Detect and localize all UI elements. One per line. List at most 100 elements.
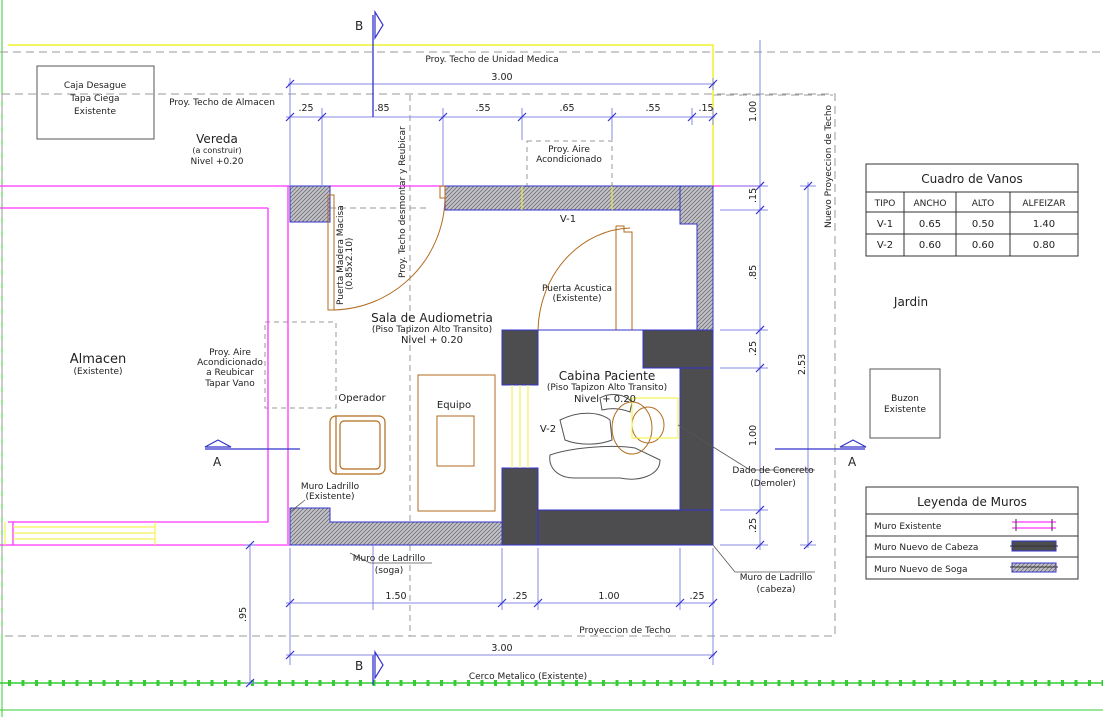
- dim-top-part: .65: [559, 103, 574, 114]
- proy-aire-top-box: [526, 140, 613, 211]
- dim-right-part: .25: [748, 341, 759, 356]
- muro-cabeza-walls: [501, 329, 714, 546]
- fence-post: [1101, 680, 1103, 686]
- caja-desague-box: [36, 65, 155, 140]
- dim-right-part: .85: [748, 265, 759, 280]
- fence-post: [750, 680, 754, 686]
- fence-post: [966, 680, 970, 686]
- proy-techo-desmontar-label: Proy. Techo desmontar y Reubicar: [398, 126, 408, 278]
- nuevo-proy-techo-label: Nuevo Proyeccion de Techo: [824, 104, 834, 228]
- dim-right-part: 1.00: [748, 101, 759, 122]
- dimension-tick: [687, 112, 697, 122]
- cuadro-cell: 0.60: [919, 240, 941, 251]
- proy-aire-top-label: Proy. Aire Acondicionado: [536, 145, 602, 165]
- fence-post: [1034, 680, 1037, 686]
- dim-right-part: .25: [748, 518, 759, 533]
- dimension-tick: [803, 540, 813, 550]
- cuadro-cell: 0.65: [919, 219, 941, 230]
- dimension-tick: [708, 112, 718, 122]
- fence-post: [872, 680, 875, 686]
- cuadro-header: ALTO: [972, 199, 995, 209]
- cerco-label: Cerco Metalico (Existente): [469, 672, 587, 682]
- section-marker-b-bottom: B: [355, 649, 384, 681]
- cerco-posts: [8, 680, 1103, 686]
- fence-post: [953, 680, 956, 686]
- dim-top-part: .55: [645, 103, 660, 114]
- fence-post: [1088, 680, 1091, 686]
- sala-label: Sala de Audiometria (Piso Tapizon Alto T…: [371, 311, 493, 346]
- muro-soga-walls: [289, 185, 714, 546]
- dimension-lines: [205, 15, 865, 685]
- fence-post: [737, 680, 740, 686]
- dimension-tick: [285, 112, 295, 122]
- fence-post: [669, 680, 673, 686]
- cuadro-cell: 0.50: [972, 219, 994, 230]
- fence-post: [777, 680, 781, 686]
- fence-post: [291, 680, 295, 686]
- fence-post: [102, 680, 106, 686]
- svg-text:Muro de Ladrillo: Muro de Ladrillo: [353, 554, 426, 564]
- fence-post: [642, 680, 646, 686]
- dimension-tick: [607, 112, 617, 122]
- fence-post: [170, 680, 173, 686]
- svg-text:Nivel + 0.20: Nivel + 0.20: [574, 394, 636, 405]
- dim-top-part: .55: [475, 103, 490, 114]
- svg-text:(cabeza): (cabeza): [757, 585, 796, 595]
- fence-post: [305, 680, 308, 686]
- dim-right-part: .15: [748, 188, 759, 203]
- fence-post: [939, 680, 943, 686]
- fence-post: [264, 680, 268, 686]
- proy-almacen-label: Proy. Techo de Almacen: [169, 98, 275, 108]
- fence-post: [453, 680, 457, 686]
- fence-post: [278, 680, 281, 686]
- svg-text:Cabina Paciente: Cabina Paciente: [559, 369, 656, 383]
- proy-aire-left-box: [264, 321, 337, 409]
- puerta-acustica-label: Puerta Acustica (Existente): [542, 284, 612, 304]
- fence-post: [129, 680, 133, 686]
- dimension-tick: [285, 598, 295, 608]
- fence-post: [237, 680, 241, 686]
- dimension-tick: [285, 79, 295, 89]
- fence-post: [75, 680, 79, 686]
- fence-post: [332, 680, 335, 686]
- proyeccion-techo-almacen: [1, 93, 836, 637]
- fence-post: [980, 680, 983, 686]
- fence-post: [197, 680, 200, 686]
- dimension-tick: [517, 112, 527, 122]
- svg-text:(Existente): (Existente): [552, 294, 601, 304]
- almacen-label: Almacen (Existente): [70, 352, 127, 377]
- dado-label: Dado de Concreto (Demoler): [732, 466, 814, 489]
- fence-post: [1061, 680, 1064, 686]
- cuadro-header: TIPO: [874, 199, 896, 209]
- svg-text:Proy. Aire: Proy. Aire: [209, 348, 251, 358]
- svg-text:B: B: [355, 19, 363, 33]
- dim-top-part: .15: [698, 103, 713, 114]
- operador-label: Operador: [338, 393, 386, 404]
- fence-post: [602, 680, 605, 686]
- equipo-table: [417, 374, 496, 512]
- swatch-existente: [1012, 519, 1056, 531]
- svg-text:(a construir): (a construir): [192, 146, 241, 155]
- fence-post: [440, 680, 443, 686]
- section-marker-a-left: A: [204, 439, 232, 469]
- svg-text:Acondicionado: Acondicionado: [197, 358, 263, 368]
- caja-desague-label: Caja Desague Tapa Ciega Existente: [64, 81, 127, 117]
- cuadro-header: ANCHO: [913, 199, 946, 209]
- fence-post: [885, 680, 889, 686]
- fence-post: [575, 680, 578, 686]
- dimension-tick: [497, 598, 507, 608]
- svg-text:A: A: [213, 455, 222, 469]
- dim-left-95: .95: [238, 607, 249, 622]
- v2-label: V-2: [540, 424, 556, 435]
- dimension-tick: [755, 181, 765, 191]
- dimension-tick: [708, 650, 718, 660]
- fence-post: [804, 680, 808, 686]
- fence-post: [494, 680, 497, 686]
- svg-text:Almacen: Almacen: [70, 352, 127, 367]
- buzon-label: Buzon Existente: [884, 394, 927, 415]
- vereda-label: Vereda (a construir) Nivel +0.20: [190, 132, 243, 167]
- fence-post: [696, 680, 700, 686]
- svg-text:Dado de Concreto: Dado de Concreto: [732, 466, 814, 476]
- cuadro-cell: 1.40: [1033, 219, 1055, 230]
- dimension-ticks: [245, 79, 813, 688]
